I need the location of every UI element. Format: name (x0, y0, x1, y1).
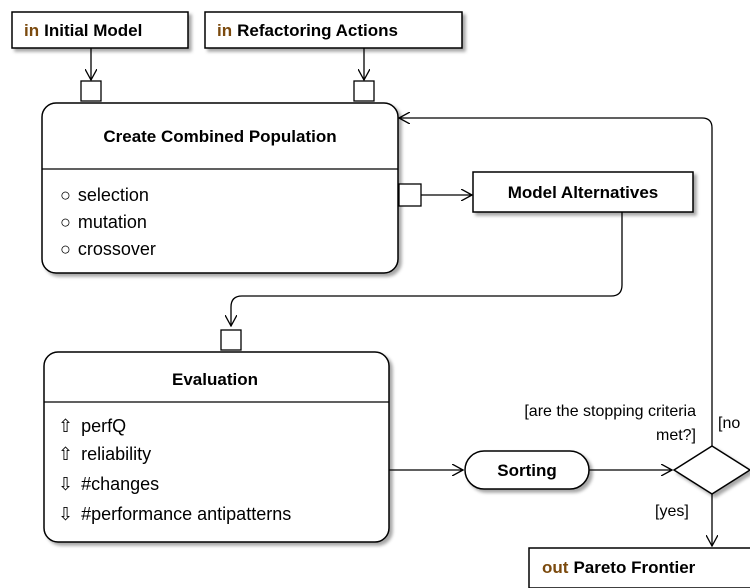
decision-question-line2: met?] (656, 427, 696, 444)
model-alternatives-node[interactable]: Model Alternatives (472, 171, 694, 213)
initial-model-keyword: in (24, 21, 39, 40)
pareto-frontier-keyword: out (542, 558, 569, 577)
refactoring-actions-pin (353, 80, 375, 102)
evaluation-items: ⇧perfQ ⇧reliability ⇩#changes ⇩#performa… (58, 416, 291, 524)
arrow-down-icon: ⇩ (58, 474, 73, 494)
list-item: ○crossover (60, 239, 156, 259)
evaluation-action[interactable]: Evaluation ⇧perfQ ⇧reliability ⇩#changes… (43, 351, 390, 543)
pareto-frontier-label: Pareto Frontier (573, 558, 695, 577)
create-population-action[interactable]: Create Combined Population ○selection ○m… (41, 102, 399, 274)
list-item: ⇧reliability (58, 444, 151, 464)
flow-loop-back (399, 118, 713, 446)
list-item: ⇩#performance antipatterns (58, 504, 291, 524)
bullet-icon: ○ (60, 212, 71, 232)
list-item: ⇧perfQ (58, 416, 126, 436)
initial-model-pin (80, 80, 102, 102)
list-item: ○selection (60, 185, 149, 205)
flow-to-evaluation (231, 212, 623, 326)
create-population-title: Create Combined Population (103, 127, 336, 146)
model-alternatives-label: Model Alternatives (508, 183, 659, 202)
evaluation-title: Evaluation (172, 370, 258, 389)
arrow-up-icon: ⇧ (58, 416, 73, 436)
bullet-icon: ○ (60, 239, 71, 259)
arrow-down-icon: ⇩ (58, 504, 73, 524)
bullet-icon: ○ (60, 185, 71, 205)
list-item: ○mutation (60, 212, 147, 232)
guard-yes-label: [yes] (655, 503, 689, 520)
refactoring-actions-label: Refactoring Actions (237, 21, 398, 40)
initial-model-node[interactable]: in Initial Model (11, 11, 189, 49)
decision-node[interactable] (672, 445, 750, 495)
decision-question-line1: [are the stopping criteria (524, 403, 696, 420)
guard-no-label: [no (718, 415, 740, 432)
evaluation-input-pin (220, 329, 242, 351)
refactoring-actions-keyword: in (217, 21, 232, 40)
create-population-items: ○selection ○mutation ○crossover (60, 185, 156, 259)
output-pin (398, 183, 422, 207)
sorting-action[interactable]: Sorting (464, 450, 590, 490)
initial-model-label: Initial Model (44, 21, 142, 40)
refactoring-actions-node[interactable]: in Refactoring Actions (204, 11, 463, 49)
arrow-up-icon: ⇧ (58, 444, 73, 464)
list-item: ⇩#changes (58, 474, 159, 494)
sorting-label: Sorting (497, 461, 557, 480)
